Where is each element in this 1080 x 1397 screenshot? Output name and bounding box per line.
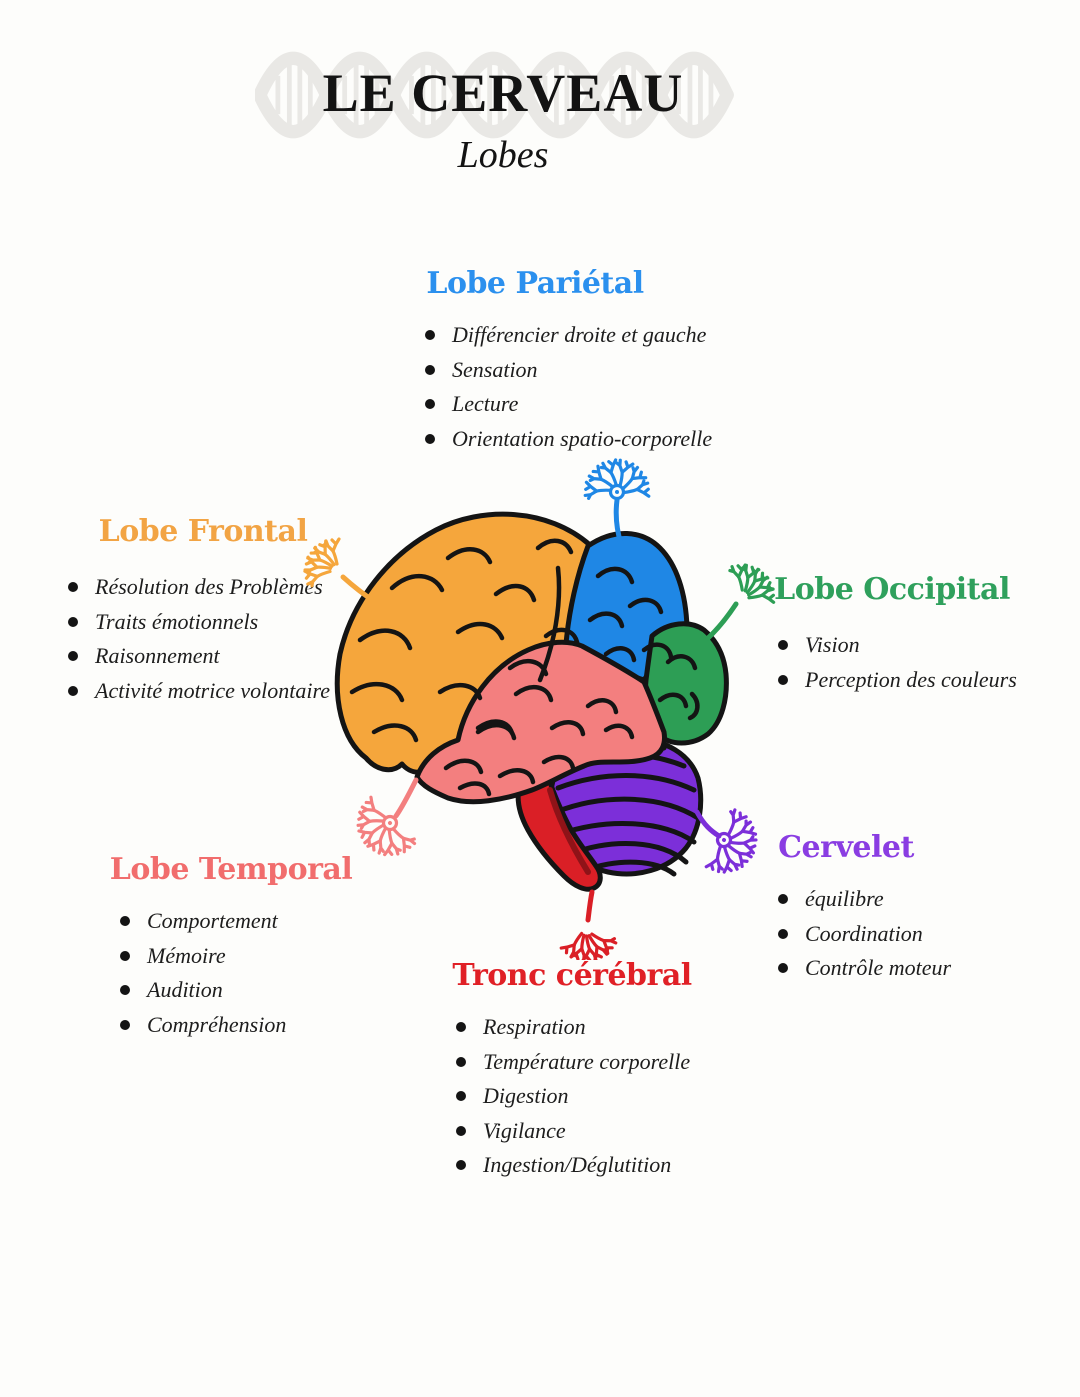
section-cervelet: Cervelet équilibre Coordination Contrôle…: [765, 830, 951, 986]
section-list-parietal: Différencier droite et gauche Sensation …: [420, 318, 732, 456]
list-item: Contrôle moteur: [778, 951, 951, 986]
list-item: Résolution des Problèmes: [68, 570, 351, 605]
header: LE CERVEAU Lobes: [203, 30, 803, 179]
list-item: Audition: [120, 973, 362, 1008]
section-title-occipital: Lobe Occipital: [774, 572, 1010, 607]
list-item: Température corporelle: [456, 1045, 699, 1080]
occipital-neuron-icon: [705, 550, 784, 641]
list-item: Mémoire: [120, 939, 362, 974]
list-item: Orientation spatio-corporelle: [425, 422, 732, 457]
list-item: Raisonnement: [68, 639, 351, 674]
list-item: Ingestion/Déglutition: [456, 1148, 699, 1183]
list-item: Différencier droite et gauche: [425, 318, 732, 353]
section-list-occipital: Vision Perception des couleurs: [760, 628, 1024, 697]
list-item: Activité motrice volontaire: [68, 674, 351, 709]
list-item: Comportement: [120, 904, 362, 939]
temporal-neuron-icon: [343, 777, 421, 871]
list-item: Respiration: [456, 1010, 699, 1045]
section-title-tronc: Tronc cérébral: [452, 958, 692, 993]
temporal-lobe-shape: [414, 639, 667, 805]
list-item: Traits émotionnels: [68, 605, 351, 640]
list-item: équilibre: [778, 882, 927, 917]
section-list-temporal: Comportement Mémoire Audition Compréhens…: [100, 904, 362, 1042]
brain-svg: [300, 440, 820, 960]
list-item: Vision: [778, 628, 1024, 663]
list-item: Coordination: [778, 917, 927, 952]
section-list-tronc: Respiration Température corporelle Diges…: [445, 1010, 699, 1183]
section-list-frontal: Résolution des Problèmes Traits émotionn…: [55, 570, 351, 708]
list-item: Compréhension: [120, 1008, 362, 1043]
section-parietal: Lobe Pariétal Différencier droite et gau…: [420, 266, 732, 456]
frontal-gyri: [349, 538, 580, 743]
dna-helix-icon: [255, 51, 734, 139]
section-frontal: Lobe Frontal Résolution des Problèmes Tr…: [55, 514, 351, 708]
tronc-neuron-icon: [561, 889, 619, 960]
parietal-gyri: [587, 566, 674, 663]
list-item: Vigilance: [456, 1114, 699, 1149]
list-item: Perception des couleurs: [778, 663, 1024, 698]
brainstem-shading: [547, 787, 591, 875]
section-title-cervelet: Cervelet: [778, 830, 914, 865]
page-title: LE CERVEAU: [322, 63, 684, 123]
cervelet-neuron-icon: [694, 805, 770, 885]
section-temporal: Lobe Temporal Comportement Mémoire Audit…: [100, 852, 362, 1042]
section-list-cervelet: équilibre Coordination Contrôle moteur: [765, 882, 951, 986]
list-item: Digestion: [456, 1079, 699, 1114]
page-subtitle: Lobes: [457, 134, 549, 177]
section-tronc: Tronc cérébral Respiration Température c…: [445, 958, 699, 1183]
list-item: Lecture: [425, 387, 732, 422]
parietal-neuron-icon: [583, 456, 651, 547]
occipital-gyri: [657, 654, 700, 721]
brain-illustration: [300, 440, 820, 960]
section-title-temporal: Lobe Temporal: [109, 852, 353, 887]
temporal-gyri: [443, 684, 635, 797]
occipital-lobe-shape: [642, 621, 729, 746]
section-occipital: Lobe Occipital Vision Perception des cou…: [760, 572, 1024, 697]
list-item: Sensation: [425, 353, 732, 388]
section-title-frontal: Lobe Frontal: [98, 514, 308, 549]
section-title-parietal: Lobe Pariétal: [426, 266, 644, 301]
frontal-neuron-icon: [300, 529, 377, 604]
